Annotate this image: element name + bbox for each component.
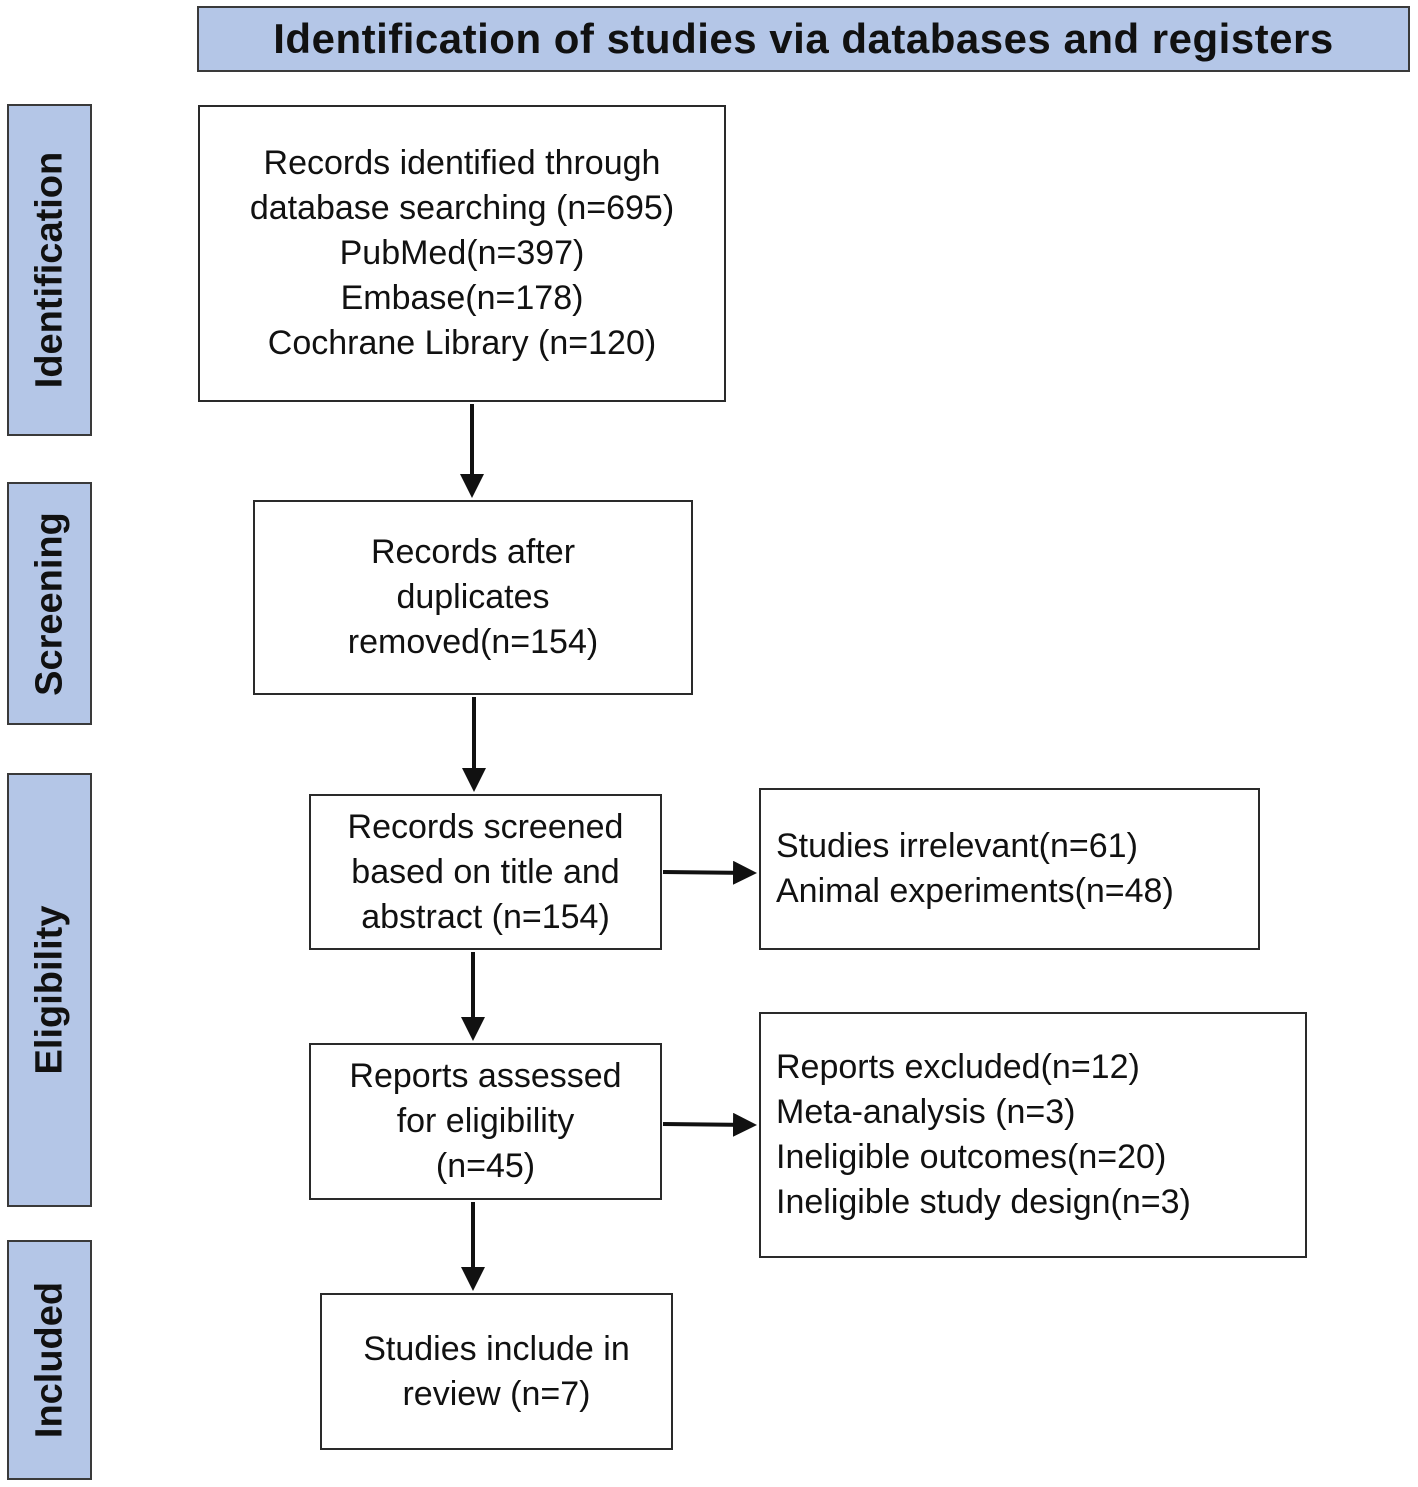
excluded-reports-line-1: Reports excluded(n=12) — [776, 1048, 1140, 1086]
assessed-line-1: Reports assessed — [349, 1057, 622, 1095]
after-duplicates-line-2: duplicates — [396, 578, 550, 616]
screened-line-2: based on title and — [351, 852, 620, 891]
excluded-reports-line-4: Ineligible study design(n=3) — [776, 1183, 1191, 1221]
records-identified-line-4: Embase(n=178) — [340, 279, 584, 317]
records-identified-line-1: Records identified through — [263, 144, 661, 182]
assessed-line-3: (n=45) — [435, 1147, 536, 1185]
screened-line-3: abstract (n=154) — [361, 897, 610, 936]
assessed-line-2: for eligibility — [396, 1102, 575, 1140]
excluded-screen-box: Studies irrelevant(n=61) Animal experime… — [759, 788, 1260, 950]
assessed-box: Reports assessed for eligibility (n=45) — [309, 1043, 662, 1200]
after-duplicates-line-1: Records after — [370, 533, 576, 571]
excluded-reports-box: Reports excluded(n=12) Meta-analysis (n=… — [759, 1012, 1307, 1258]
excluded-reports-line-2: Meta-analysis (n=3) — [776, 1093, 1076, 1131]
included-line-1: Studies include in — [363, 1329, 630, 1368]
stage-screening: Screening — [7, 482, 92, 725]
records-identified-line-3: PubMed(n=397) — [339, 234, 585, 272]
included-box: Studies include in review (n=7) — [320, 1293, 673, 1450]
after-duplicates-line-3: removed(n=154) — [347, 623, 599, 661]
screened-box: Records screened based on title and abst… — [309, 794, 662, 950]
after-duplicates-box: Records after duplicates removed(n=154) — [253, 500, 693, 695]
excluded-screen-line-2: Animal experiments(n=48) — [776, 872, 1174, 910]
records-identified-line-2: database searching (n=695) — [249, 189, 675, 227]
screened-line-1: Records screened — [347, 807, 624, 846]
records-identified-line-5: Cochrane Library (n=120) — [267, 324, 657, 362]
excluded-reports-line-3: Ineligible outcomes(n=20) — [776, 1138, 1167, 1176]
stage-identification: Identification — [7, 104, 92, 436]
excluded-screen-line-1: Studies irrelevant(n=61) — [776, 827, 1138, 865]
arrow-assessed-to-excluded — [662, 1112, 757, 1137]
stage-included: Included — [7, 1240, 92, 1480]
diagram-title: Identification of studies via databases … — [197, 6, 1410, 72]
stage-eligibility: Eligibility — [7, 773, 92, 1207]
arrow-screened-to-excluded — [662, 860, 757, 885]
included-line-2: review (n=7) — [402, 1374, 591, 1413]
records-identified-box: Records identified through database sear… — [198, 105, 726, 402]
